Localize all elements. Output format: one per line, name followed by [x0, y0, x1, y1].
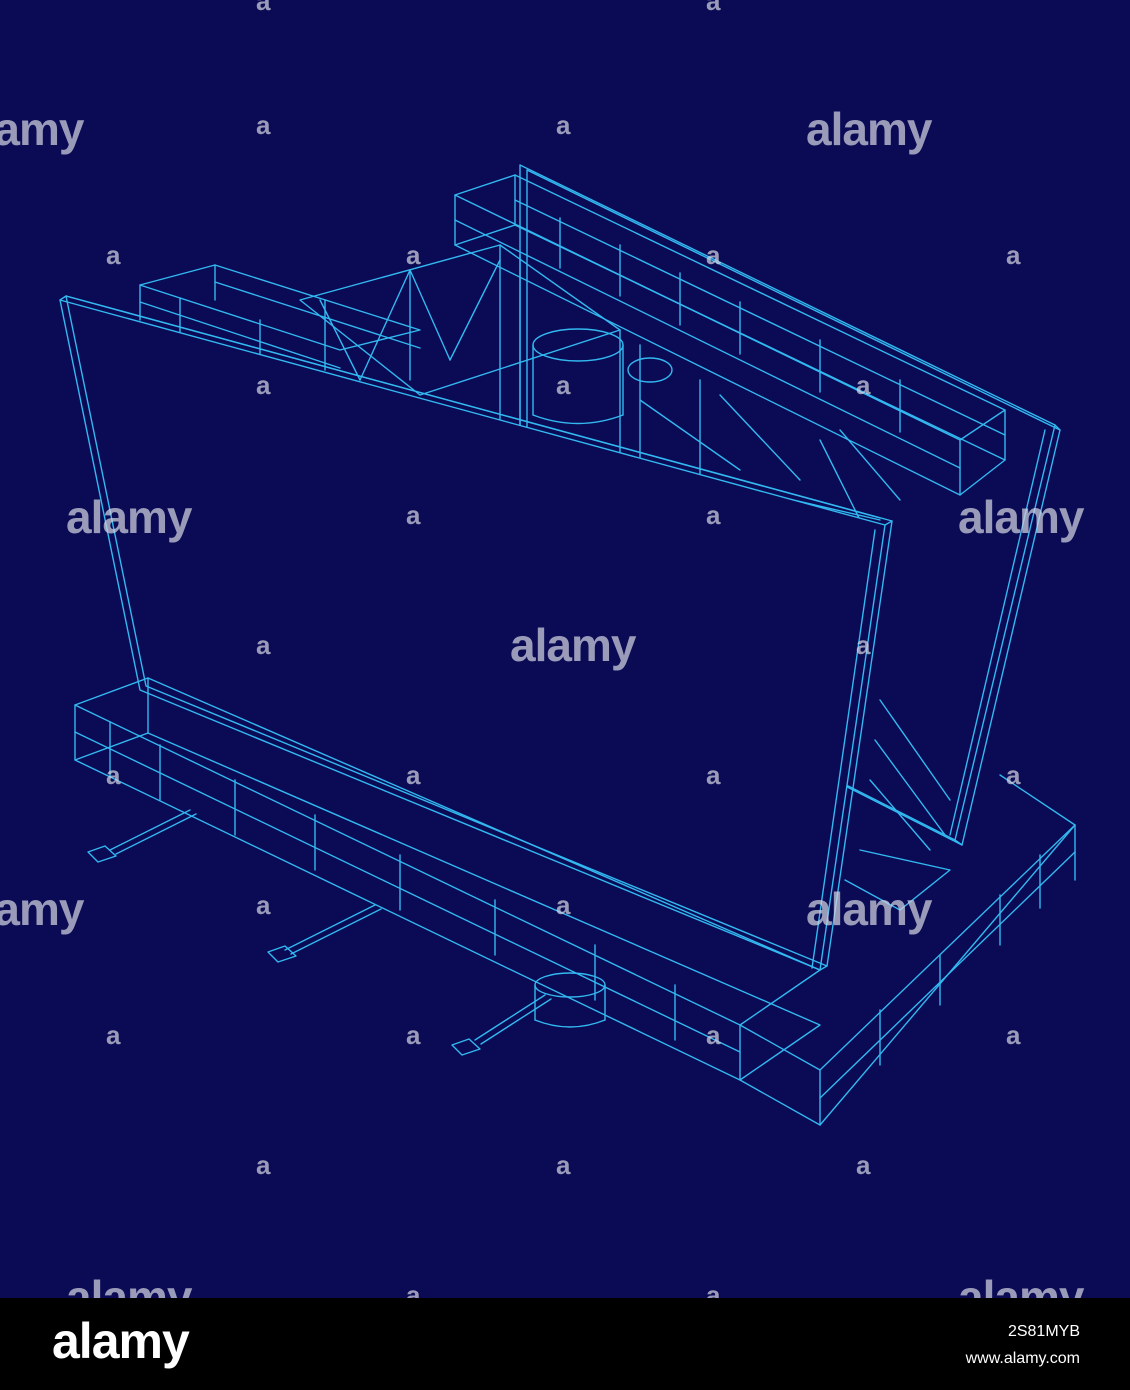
footer-logo: alamy [52, 1313, 190, 1369]
billboard-wireframe [59, 164, 1076, 1126]
front-billboard-panel [59, 295, 893, 971]
central-tank [532, 328, 673, 425]
billboard-wireframe-image: alamy alamy alamy alamy alamy alamy alam… [0, 0, 1085, 1320]
rear-top-walkway [454, 174, 1006, 496]
footer-bar: alamy 2S81MYB www.alamy.com [0, 1298, 1130, 1390]
image-id: 2S81MYB [1007, 1323, 1080, 1340]
footer-url: www.alamy.com [965, 1350, 1080, 1367]
bottom-walkway [74, 677, 821, 1081]
truss-frame [299, 244, 951, 911]
base-cylinder [534, 972, 606, 1028]
ground-anchors [87, 809, 552, 1056]
front-top-walkway [139, 264, 421, 369]
right-lower-walkway [739, 774, 1076, 1126]
